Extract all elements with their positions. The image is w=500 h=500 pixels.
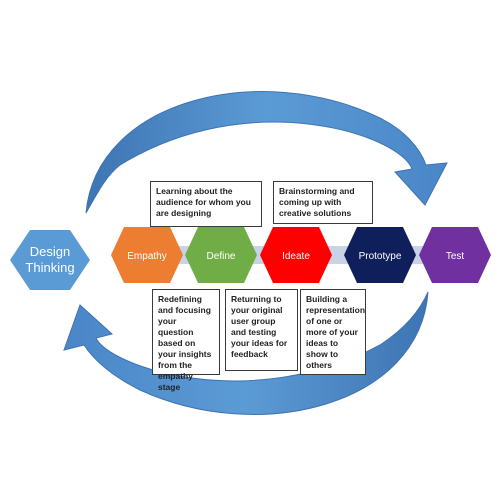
stage-define: Define xyxy=(185,227,257,283)
stage-label: Define xyxy=(207,251,236,262)
stage-hexagon xyxy=(419,227,491,283)
stage-hexagon xyxy=(185,227,257,283)
stage-hexagons: Empathy Define Ideate Prototype Test xyxy=(111,227,491,283)
note-empathy: Learning about the audience for whom you… xyxy=(150,181,262,227)
stage-hexagon xyxy=(111,227,183,283)
design-thinking-hexagon xyxy=(10,230,90,290)
title-line-2: Thinking xyxy=(25,260,74,275)
stage-empathy: Empathy xyxy=(111,227,183,283)
note-prototype: Building a representation of one or more… xyxy=(300,289,366,375)
stage-prototype: Prototype xyxy=(344,227,416,283)
note-brainstorm: Brainstorming and coming up with creativ… xyxy=(273,181,373,224)
stage-label: Prototype xyxy=(359,251,402,262)
stage-test: Test xyxy=(419,227,491,283)
note-define: Redefining and focusing your question ba… xyxy=(152,289,220,392)
stage-label: Empathy xyxy=(127,251,166,262)
title-line-1: Design xyxy=(30,244,70,259)
stage-label: Ideate xyxy=(282,251,310,262)
bottom-cycle-arrow xyxy=(63,291,429,415)
stage-hexagon xyxy=(344,227,416,283)
stage-label: Test xyxy=(446,251,465,262)
note-ideate: Returning to your original user group an… xyxy=(225,289,298,371)
stage-ideate: Ideate xyxy=(260,227,332,283)
stage-hexagon xyxy=(260,227,332,283)
top-cycle-arrow xyxy=(85,91,448,214)
